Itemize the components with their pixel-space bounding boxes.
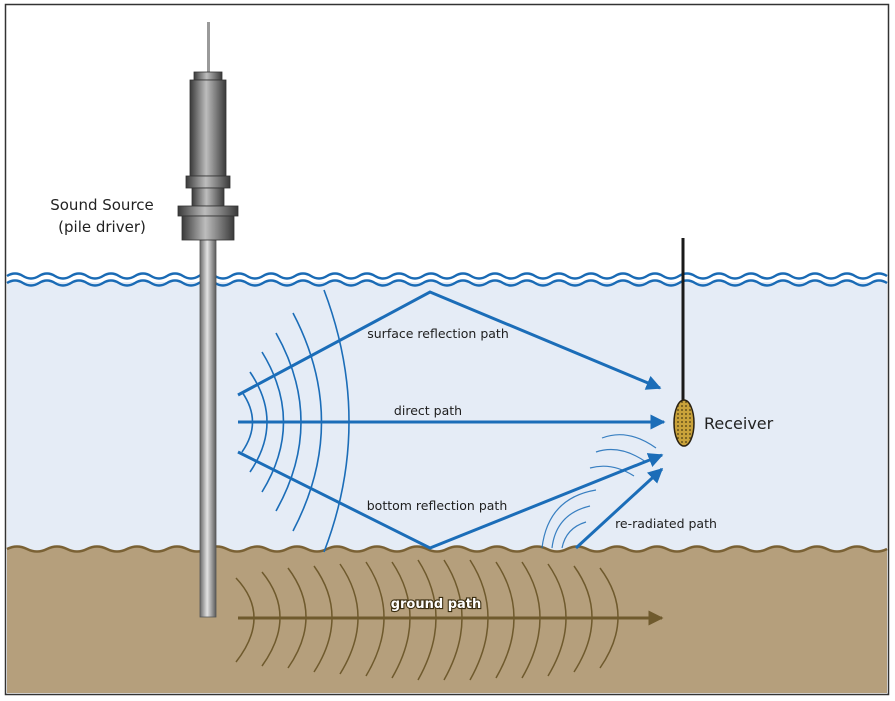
water-body	[7, 282, 887, 552]
hammer-ring-1	[185, 175, 231, 189]
hammer-neck	[191, 187, 225, 207]
bottom-reflection-path	[237, 450, 664, 550]
receiver-label: Receiver	[704, 414, 774, 433]
water-surface-wave-upper	[6, 272, 888, 280]
seabed-line	[6, 545, 888, 553]
sound-source-label-line2: (pile driver)	[58, 218, 146, 236]
receiver-body	[673, 399, 695, 447]
hammer-top	[193, 71, 223, 81]
ground-path-label: ground path	[391, 597, 482, 612]
surface-path-label: surface reflection path	[367, 326, 509, 341]
hammer-cylinder	[189, 79, 227, 177]
pile-shaft	[199, 234, 217, 618]
water-surface-wave-lower	[6, 279, 888, 287]
direct-path-label: direct path	[394, 403, 462, 418]
guide-rod	[207, 22, 210, 74]
pile-driver	[177, 22, 239, 618]
propagation-paths	[237, 290, 666, 550]
hammer-ring-2	[177, 205, 239, 217]
surface-reflection-path	[237, 290, 662, 397]
bottom-path-label: bottom reflection path	[367, 498, 508, 513]
re-radiated-path	[574, 467, 664, 550]
sound-source-label-line1: Sound Source	[50, 196, 154, 214]
reradiated-path-label: re-radiated path	[615, 516, 717, 531]
hammer-base	[181, 215, 235, 241]
sediment-layer	[7, 546, 887, 693]
reradiated-wavefronts	[541, 434, 657, 549]
receiver-hydrophone	[673, 238, 695, 447]
